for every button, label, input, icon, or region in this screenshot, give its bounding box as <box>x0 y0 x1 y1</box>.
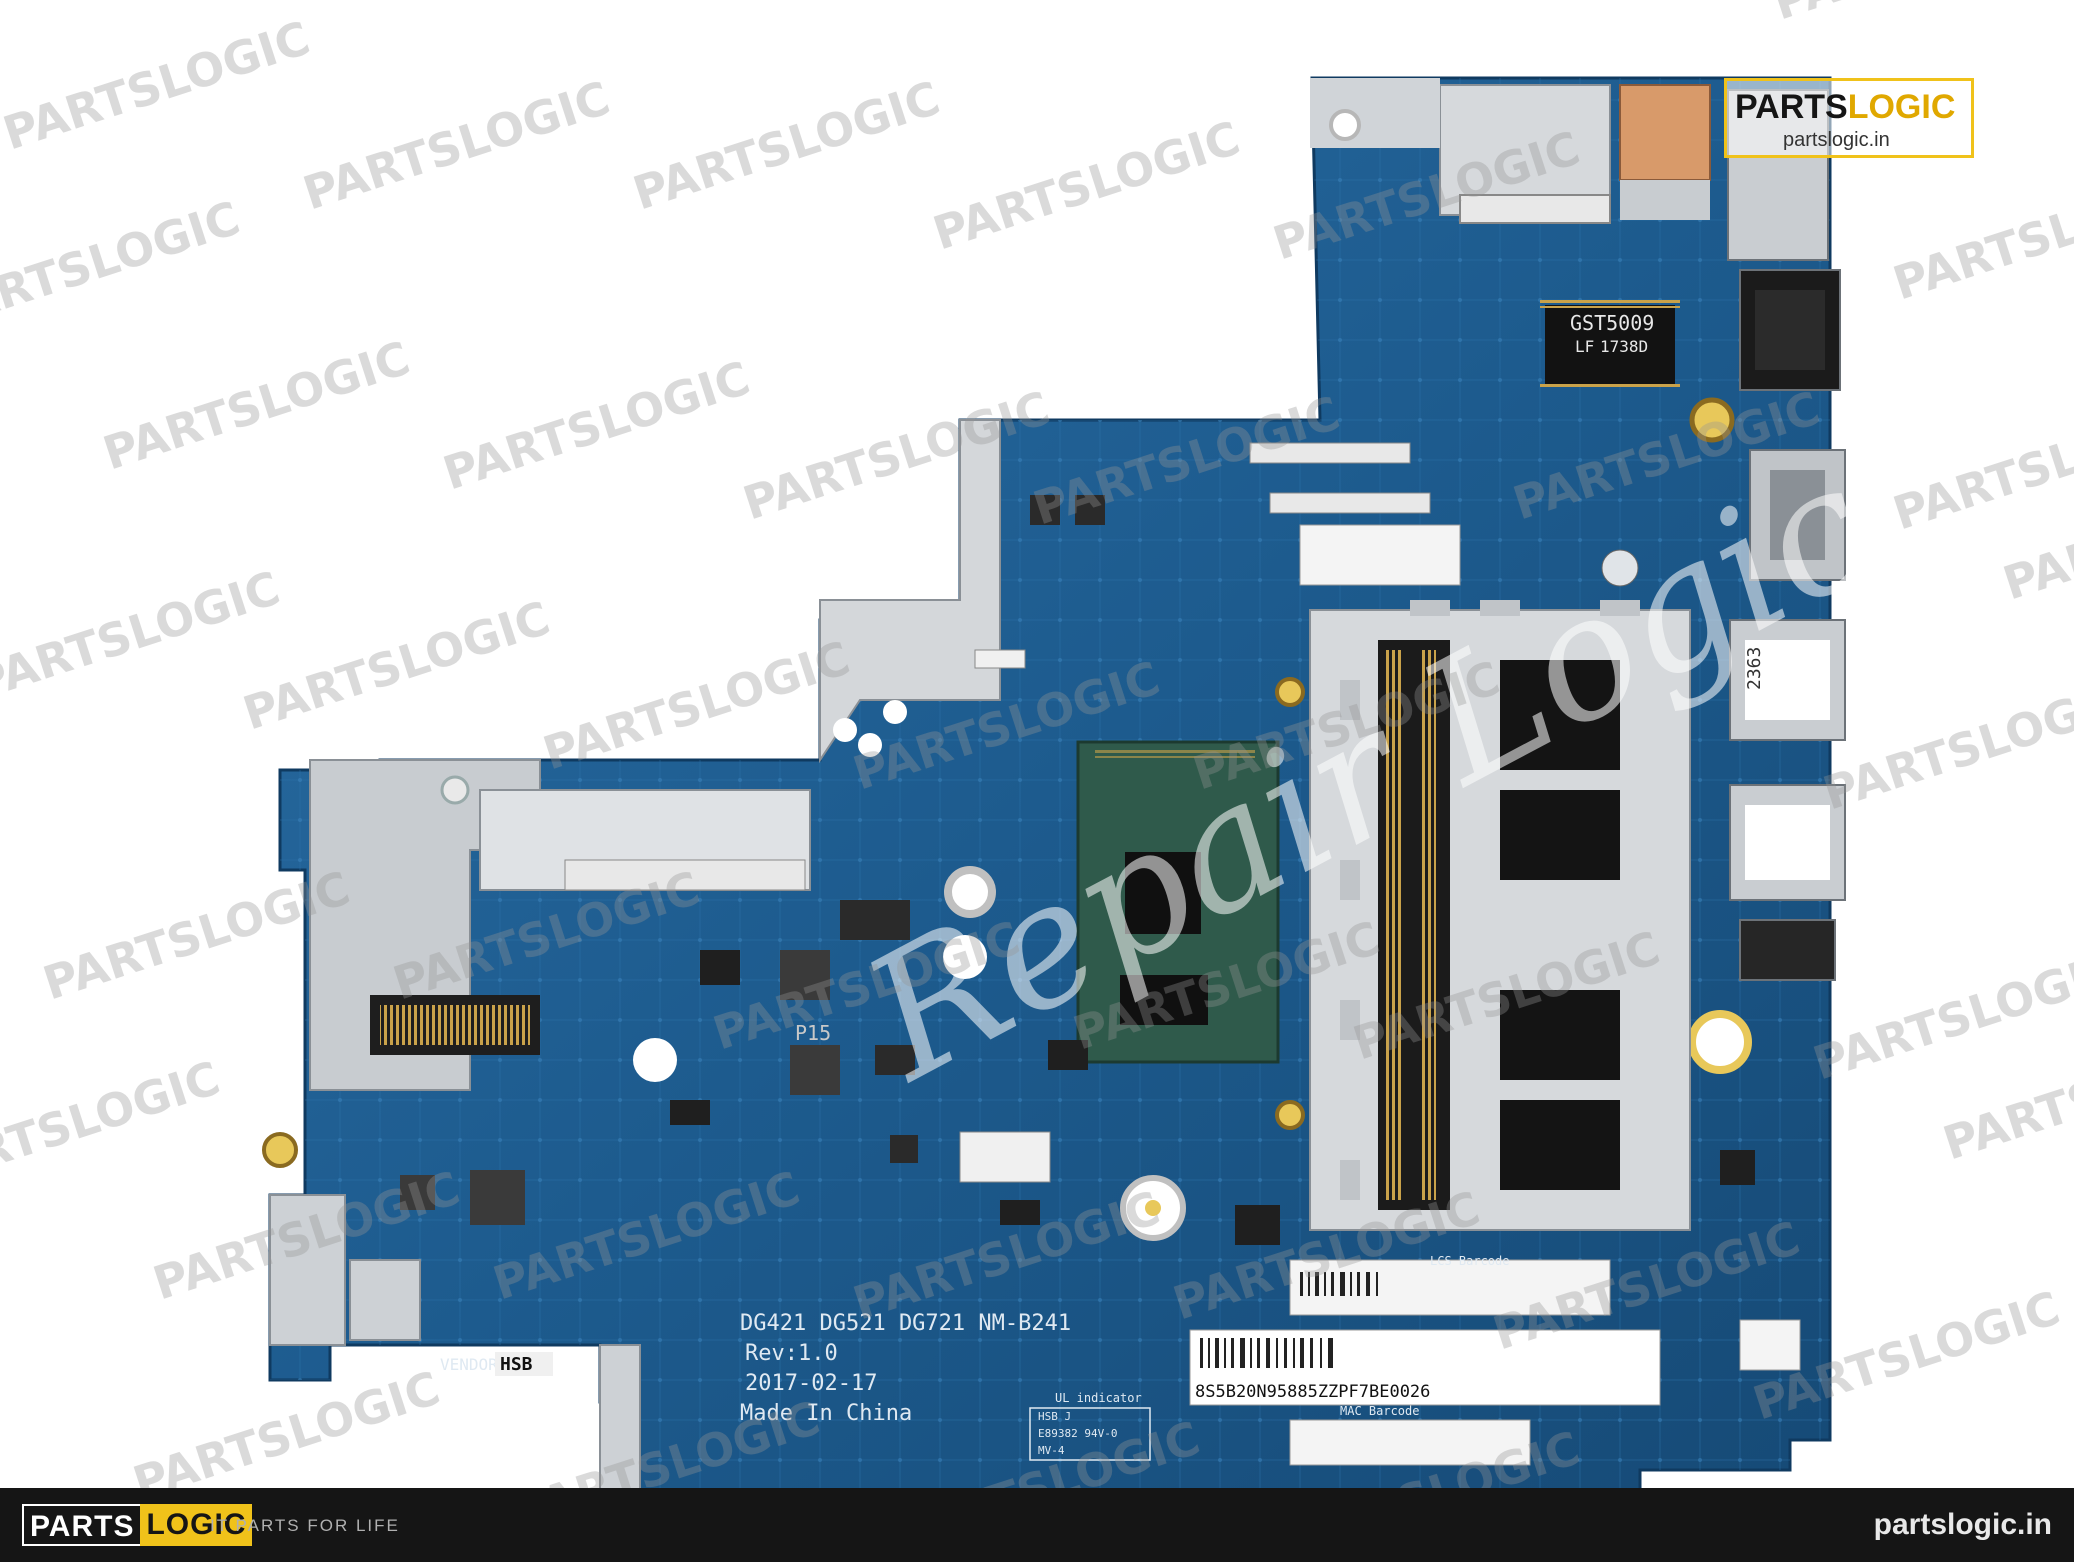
mounting-holes <box>262 109 1752 1241</box>
ports <box>1727 89 1846 981</box>
board-rev-text: Rev:1.0 <box>745 1341 838 1366</box>
watermark-text: PARTSLOGIC <box>927 111 1246 261</box>
mac-barcode-title: MAC Barcode <box>1340 1404 1419 1418</box>
watermark-text: PARTSLOGIC <box>97 331 416 481</box>
footer-url-link[interactable]: partslogic.in <box>1873 1508 2052 1541</box>
cpu-package <box>1076 740 1280 1064</box>
silkscreen: DG421 DG521 DG721 NM-B241 Rev:1.0 2017-0… <box>440 311 1765 1461</box>
footer-logo-right: LOGIC <box>140 1504 253 1546</box>
corner-logo-url: partslogic.in <box>1783 129 1890 151</box>
chips <box>400 300 1755 1245</box>
watermark-text: PARTSLOGIC <box>297 71 616 221</box>
stickers <box>1189 524 1801 1466</box>
watermark-text: PARTSLOGIC <box>0 1051 226 1201</box>
corner-logo-left: PARTS <box>1735 88 1848 126</box>
watermark-text: PARTSLOGIC <box>1817 671 2074 821</box>
ul-line-2: E89382 94V-0 <box>1038 1427 1117 1440</box>
watermark-text: PARTSLOGIC <box>1887 161 2074 311</box>
usb-code-text: 2363 <box>1744 647 1765 690</box>
ul-line-1: HSB J <box>1038 1410 1071 1423</box>
footer-tagline: IT PARTS FOR LIFE <box>210 1516 400 1535</box>
lan-ic-text-2: LF <box>1575 337 1594 356</box>
watermark-text: PARTSLOGIC <box>537 631 856 781</box>
vendor-label: VENDOR: <box>440 1355 507 1374</box>
lan-ic-text-3: 1738D <box>1600 337 1648 356</box>
ul-line-3: MV-4 <box>1038 1444 1065 1457</box>
watermark-text: PARTSLOGIC <box>627 71 946 221</box>
inductor-text: P15 <box>795 1021 831 1045</box>
serial-text: 8S5B20N95885ZZPF7BE0026 <box>1195 1382 1430 1402</box>
ram-area <box>1309 600 1691 1231</box>
corner-logo: PARTSLOGIC partslogic.in <box>1724 78 1974 158</box>
footer-bar: PARTS LOGIC IT PARTS FOR LIFE partslogic… <box>0 1488 2074 1562</box>
lcs-barcode-title: LCS Barcode <box>1430 1254 1509 1268</box>
board-origin-text: Made In China <box>740 1401 912 1426</box>
watermark-text: PARTSLOGIC <box>1767 0 2074 30</box>
watermark-text: PARTSLOGIC <box>437 351 756 501</box>
footer-logo-left: PARTS <box>22 1504 141 1546</box>
watermark-text: PARTSLOGIC <box>0 191 246 341</box>
silver-areas <box>269 78 1711 1491</box>
board-date-text: 2017-02-17 <box>745 1371 877 1396</box>
watermark-text: PARTSLOGIC <box>1807 941 2074 1091</box>
vendor-name: HSB <box>500 1354 533 1375</box>
watermark-text: PARTSLOGIC <box>237 591 556 741</box>
watermark-text: PARTSLOGIC <box>0 11 316 161</box>
watermark-text: PARTSLOGIC <box>1887 391 2074 541</box>
footer-logo[interactable]: PARTS LOGIC <box>22 1504 253 1546</box>
connectors <box>370 194 1611 1183</box>
ul-title: UL indicator <box>1055 1391 1142 1405</box>
corner-logo-right: LOGIC <box>1847 88 1956 126</box>
board-model-text: DG421 DG521 DG721 NM-B241 <box>740 1311 1071 1336</box>
lan-ic-text-1: GST5009 <box>1570 311 1654 335</box>
